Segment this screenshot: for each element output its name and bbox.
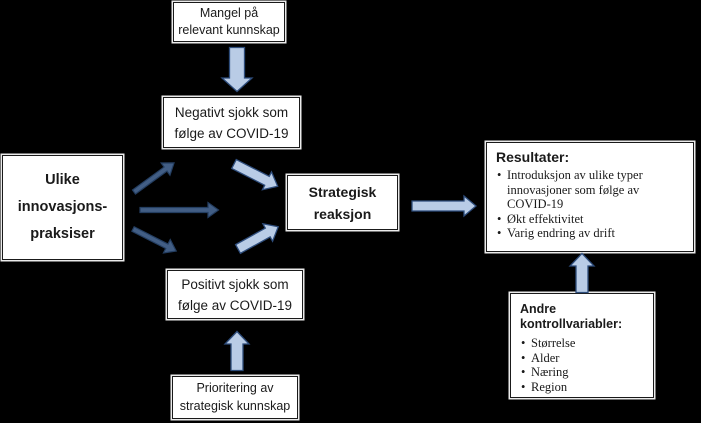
arrow-mangel-to-negativt-icon (220, 46, 254, 93)
box-text-line: Strategisk (308, 183, 377, 200)
box-text-line: relevant kunnskap (178, 23, 280, 37)
box-resultater: Resultater: Introduksjon av ulike typer … (486, 142, 694, 252)
box-heading-line: Andre (520, 302, 557, 316)
right-block-arrow-icon (131, 225, 178, 254)
right-block-arrow-icon (411, 194, 478, 218)
box-mangel-pa-relevant-kunnskap: Mangel på relevant kunnskap (173, 2, 285, 42)
box-positivt-sjokk-covid19: Positivt sjokk som følge av COVID-19 (167, 270, 303, 319)
box-heading-line: kontrollvariabler: (520, 317, 623, 331)
bullet-item: Størrelse (520, 336, 645, 351)
bullet-item: Næring (520, 365, 645, 380)
box-heading: Resultater: (496, 149, 570, 165)
arrow-ulike-to-strategisk-icon (139, 201, 220, 219)
arrow-kontroll-to-resultater-icon (568, 252, 596, 294)
box-text-line: praksiser (30, 226, 95, 242)
box-ulike-innovasjonspraksiser: Ulike innovasjons- praksiser (2, 155, 123, 260)
box-negativt-sjokk-covid19: Negativt sjokk som følge av COVID-19 (163, 97, 300, 148)
arrow-negativt-to-strategisk-icon (229, 154, 284, 196)
bullet-item: Region (520, 380, 645, 395)
arrow-prioritering-to-positivt-icon (223, 330, 251, 372)
box-text-line: Mangel på (199, 6, 259, 20)
box-text-line: reaksjon (313, 205, 372, 222)
up-block-arrow-icon (223, 330, 251, 372)
box-text-line: følge av COVID-19 (177, 297, 293, 313)
box-text-line: følge av COVID-19 (174, 125, 289, 141)
box-text-line: innovasjons- (17, 199, 108, 215)
box-strategisk-reaksjon: Strategisk reaksjon (287, 175, 398, 230)
up-block-arrow-icon (568, 252, 596, 294)
box-text-line: Positivt sjokk som (181, 276, 289, 292)
arrow-positivt-to-strategisk-icon (233, 217, 285, 259)
box-andre-kontrollvariabler: Andre kontrollvariabler: Størrelse Alder… (510, 293, 654, 398)
bullet-item: Økt effektivitet (496, 212, 685, 227)
right-block-arrow-icon (139, 201, 220, 219)
box-text-line: strategisk kunnskap (179, 398, 291, 413)
box-text-line: Prioritering av (196, 381, 274, 395)
arrow-ulike-to-negativt-icon (129, 156, 179, 198)
arrow-ulike-to-positivt-icon (129, 222, 180, 259)
kontroll-bullet-list: Størrelse Alder Næring Region (520, 336, 645, 394)
arrow-strategisk-to-resultater-icon (411, 194, 478, 218)
right-block-arrow-icon (234, 222, 280, 255)
right-block-arrow-icon (230, 158, 279, 191)
box-prioritering-strategisk-kunnskap: Prioritering av strategisk kunnskap (172, 376, 298, 419)
down-block-arrow-icon (220, 46, 254, 93)
bullet-item: Introduksjon av ulike typer innovasjoner… (496, 168, 685, 212)
box-text-line: Ulike (45, 172, 80, 188)
bullet-item: Alder (520, 351, 645, 366)
bullet-item: Varig endring av drift (496, 226, 685, 241)
resultater-bullet-list: Introduksjon av ulike typer innovasjoner… (496, 168, 685, 241)
right-block-arrow-icon (131, 162, 175, 195)
box-text-line: Negativt sjokk som (174, 104, 289, 120)
